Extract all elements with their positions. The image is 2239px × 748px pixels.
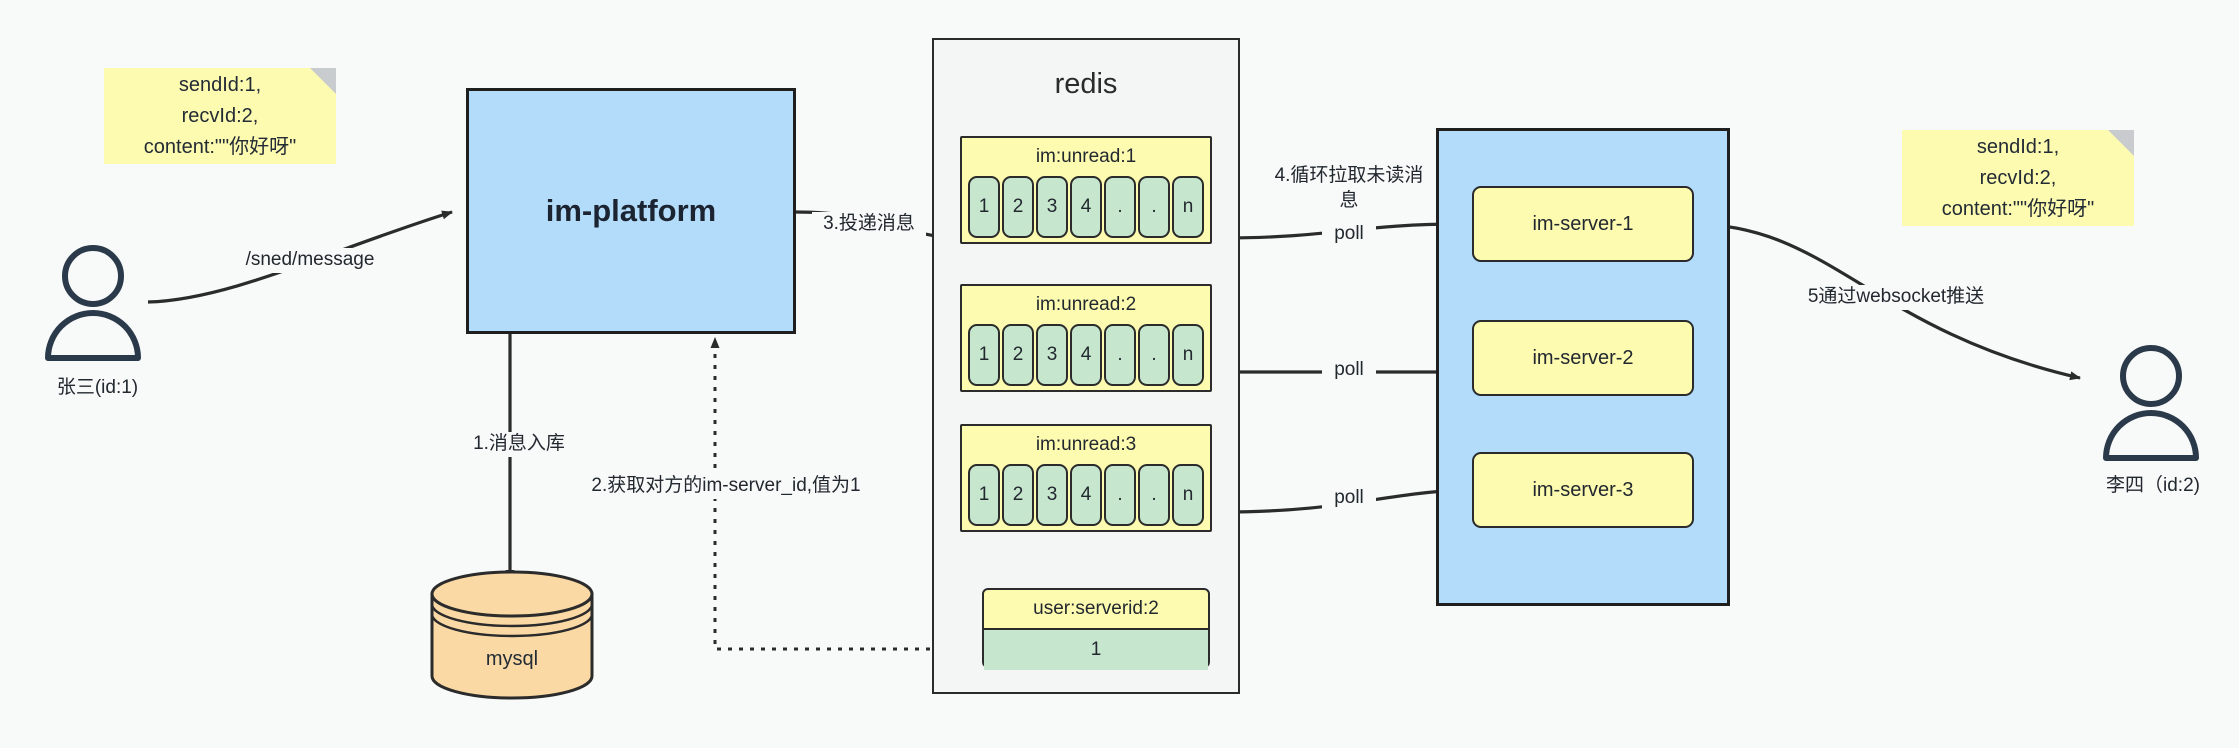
redis-cell: 4	[1070, 176, 1102, 238]
edge-label-poll-3: poll	[1322, 486, 1376, 511]
redis-cell: .	[1104, 324, 1136, 386]
redis-cell: 3	[1036, 324, 1068, 386]
note-right-text: sendId:1, recvId:2, content:""你好呀"	[1941, 135, 2095, 220]
redis-cell: 1	[968, 464, 1000, 526]
node-im-server-2[interactable]: im-server-2	[1472, 320, 1694, 396]
redis-key-card-3[interactable]: im:unread:3 1 2 3 4 . . n	[960, 424, 1212, 532]
redis-cell: 1	[968, 176, 1000, 238]
node-im-platform[interactable]: im-platform	[466, 88, 796, 334]
edge-label-step2: 2.获取对方的im-server_id,值为1	[574, 474, 878, 499]
node-im-server-3[interactable]: im-server-3	[1472, 452, 1694, 528]
redis-cell: 3	[1036, 176, 1068, 238]
edge-label-step5: 5通过websocket推送	[1786, 285, 2006, 310]
redis-cell: 1	[968, 324, 1000, 386]
redis-key-card-1[interactable]: im:unread:1 1 2 3 4 . . n	[960, 136, 1212, 244]
redis-single-key-name: user:serverid:2	[984, 590, 1208, 630]
actor-sender-caption: 张三(id:1)	[56, 377, 139, 398]
edge-label-poll-2: poll	[1322, 358, 1376, 383]
redis-cell: .	[1138, 464, 1170, 526]
redis-single-key-value: 1	[984, 630, 1208, 670]
redis-cell: 2	[1002, 464, 1034, 526]
redis-cell: .	[1104, 464, 1136, 526]
node-redis-title: redis	[1054, 68, 1118, 100]
node-im-platform-label: im-platform	[545, 193, 717, 228]
redis-key-card-serverid[interactable]: user:serverid:2 1	[982, 588, 1210, 670]
redis-key-name: im:unread:2	[1035, 294, 1137, 315]
note-fold-icon	[310, 68, 336, 94]
node-im-server-1-label: im-server-1	[1532, 212, 1634, 235]
redis-key-cells: 1 2 3 4 . . n	[962, 324, 1210, 391]
edge-label-send-message: /sned/message	[228, 248, 392, 273]
redis-cell: .	[1138, 176, 1170, 238]
node-mysql-label: mysql	[485, 648, 539, 670]
actor-receiver-caption: 李四（id:2)	[2106, 475, 2200, 496]
actor-receiver	[2088, 340, 2218, 470]
user-icon	[45, 245, 141, 361]
redis-cell: .	[1104, 176, 1136, 238]
redis-cell: 2	[1002, 324, 1034, 386]
note-left-text: sendId:1, recvId:2, content:""你好呀"	[143, 73, 297, 158]
node-im-server-1[interactable]: im-server-1	[1472, 186, 1694, 262]
node-mysql[interactable]: mysql	[428, 570, 596, 700]
redis-cell: n	[1172, 324, 1204, 386]
user-icon	[2103, 345, 2199, 461]
redis-key-name: im:unread:3	[1035, 434, 1137, 455]
redis-key-card-2[interactable]: im:unread:2 1 2 3 4 . . n	[960, 284, 1212, 392]
node-im-server-3-label: im-server-3	[1532, 478, 1634, 501]
edge-label-step4: 4.循环拉取未读消 息	[1254, 164, 1444, 214]
redis-cell: 4	[1070, 324, 1102, 386]
edge-label-poll-1: poll	[1322, 222, 1376, 247]
edge-label-step3: 3.投递消息	[812, 212, 926, 237]
node-im-server-2-label: im-server-2	[1532, 346, 1634, 369]
redis-cell: n	[1172, 464, 1204, 526]
actor-sender	[30, 240, 160, 370]
redis-cell: 4	[1070, 464, 1102, 526]
redis-cell: 2	[1002, 176, 1034, 238]
database-cylinder-icon	[430, 570, 594, 700]
edge-label-step1: 1.消息入库	[452, 432, 586, 457]
redis-cell: .	[1138, 324, 1170, 386]
redis-key-cells: 1 2 3 4 . . n	[962, 176, 1210, 243]
redis-key-name: im:unread:1	[1035, 146, 1137, 167]
redis-key-cells: 1 2 3 4 . . n	[962, 464, 1210, 531]
redis-cell: 3	[1036, 464, 1068, 526]
note-right: sendId:1, recvId:2, content:""你好呀"	[1902, 130, 2134, 226]
note-left: sendId:1, recvId:2, content:""你好呀"	[104, 68, 336, 164]
redis-cell: n	[1172, 176, 1204, 238]
note-fold-icon	[2108, 130, 2134, 156]
